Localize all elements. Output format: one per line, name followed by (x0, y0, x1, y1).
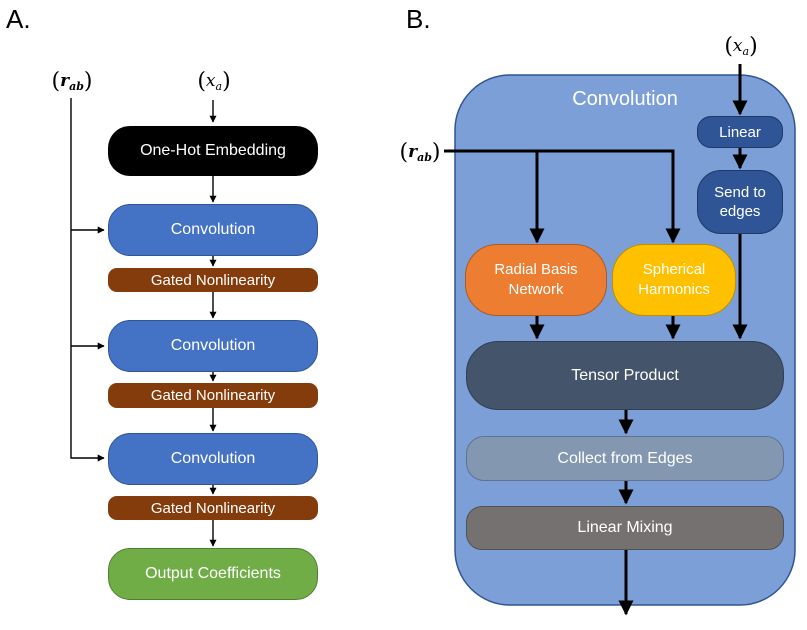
panel-a-label: A. (6, 4, 31, 34)
collect-from-edges-box: Collect from Edges (466, 436, 784, 481)
linear-mixing-box: Linear Mixing (466, 506, 784, 550)
output-coefficients-box: Output Coefficients (108, 548, 318, 600)
r-symbol-b: r (408, 142, 418, 162)
x-symbol: x (205, 71, 216, 91)
x-symbol-b: x (732, 36, 743, 56)
convolution-box-3: Convolution (108, 433, 318, 485)
convolution-panel-title: Convolution (572, 88, 678, 110)
one-hot-embedding-box: One-Hot Embedding (108, 126, 318, 176)
panel-b-arrows (444, 64, 748, 616)
gated-nonlinearity-box-2: Gated Nonlinearity (108, 383, 318, 408)
r-subscript: ab (69, 79, 84, 93)
linear-box: Linear (697, 116, 783, 148)
x-subscript: a (215, 79, 223, 93)
panel-b-label: B. (406, 4, 431, 34)
send-to-edges-box: Send to edges (697, 170, 783, 234)
gated-nonlinearity-box-1: Gated Nonlinearity (108, 268, 318, 292)
x-subscript-b: a (742, 44, 750, 58)
spherical-harmonics-box: Spherical Harmonics (612, 244, 736, 316)
r-subscript-b: ab (417, 150, 432, 164)
tensor-product-box: Tensor Product (466, 341, 784, 410)
r-symbol: r (60, 71, 70, 91)
gated-nonlinearity-box-3: Gated Nonlinearity (108, 496, 318, 520)
panel-a-arrows (70, 98, 217, 547)
convolution-box-2: Convolution (108, 320, 318, 372)
convolution-box-1: Convolution (108, 204, 318, 256)
radial-basis-network-box: Radial Basis Network (465, 244, 607, 316)
